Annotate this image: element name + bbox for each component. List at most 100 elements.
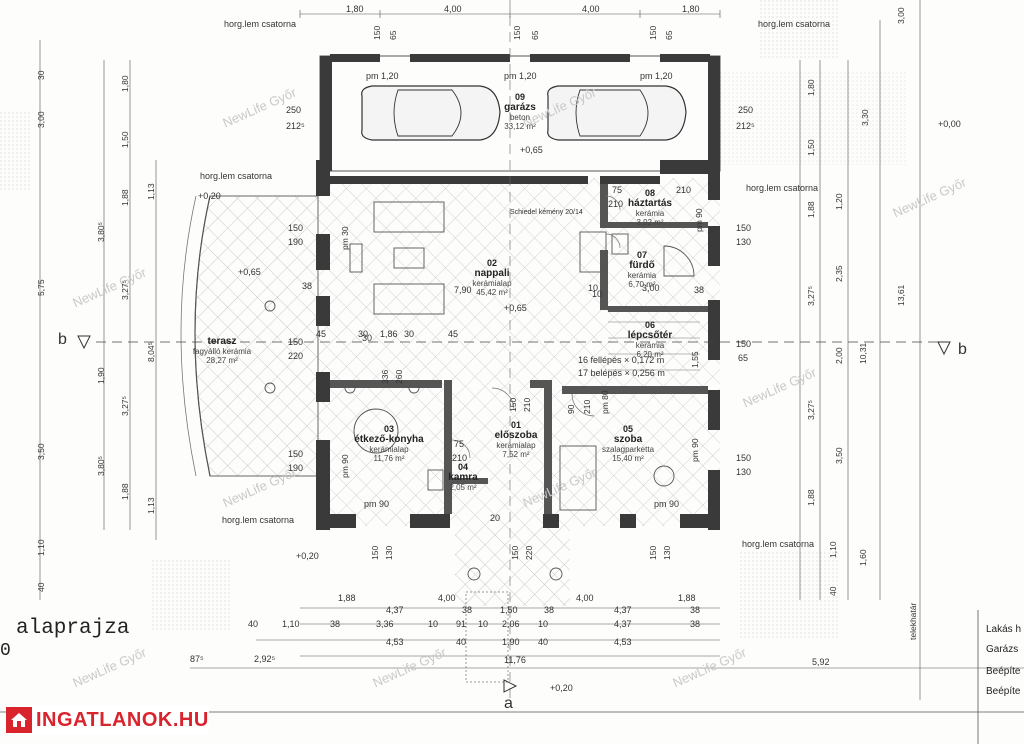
section-label-right: b — [958, 341, 967, 358]
dim-label: 1,10 — [828, 541, 838, 558]
room-floor: fagyálló kerámia — [192, 347, 252, 356]
section-marker-bottom — [503, 679, 518, 693]
dim-label: 38 — [462, 605, 473, 615]
room-number: 04 — [457, 462, 468, 472]
brand-logo[interactable]: INGATLANOK.HU — [6, 706, 209, 734]
dim-label: 336 — [380, 369, 390, 384]
dim-label: 10,31 — [858, 342, 868, 364]
dim-label: pm 90 — [340, 454, 350, 478]
dim-label: 65 — [530, 30, 540, 40]
dim-label: 5,75 — [36, 279, 46, 296]
dim-label: 65 — [388, 30, 398, 40]
level-mark: +0,20 — [198, 191, 221, 201]
dim-label: 4,00 — [438, 593, 456, 603]
gutter-note: horg.lem csatorna — [758, 19, 831, 29]
dim-label: 1,88 — [338, 593, 356, 603]
dim-label: 3,00 — [642, 283, 660, 293]
stairs-note: 17 belépés × 0,256 m — [578, 368, 665, 378]
level-mark: +0,65 — [504, 303, 527, 313]
garden-texture — [760, 0, 840, 60]
dim-label: 1,50 — [806, 139, 816, 156]
dim-label: pm 1,20 — [366, 71, 399, 81]
dim-label: 2,06 — [502, 619, 520, 629]
room-area: 7,52 m² — [502, 450, 530, 459]
dim-label: 4,00 — [444, 4, 462, 14]
room-number: 02 — [486, 258, 498, 268]
room-number: 07 — [636, 250, 648, 260]
dim-label: pm 90 — [694, 208, 704, 232]
room-label-living: 02 nappali kerámialap 45,42 m² — [472, 258, 511, 297]
dim-label: 220 — [524, 545, 534, 560]
dim-label: 1,88 — [678, 593, 696, 603]
dim-label: 150 — [288, 337, 304, 347]
dim-label: 40 — [538, 637, 549, 647]
garden-texture — [0, 110, 30, 190]
room-floor: kerámia — [635, 209, 665, 218]
level-mark: +0,00 — [938, 119, 961, 129]
dim-label: 3,50 — [36, 443, 46, 460]
room-area: 33,12 m² — [504, 122, 536, 131]
dim-label: 10 — [538, 619, 549, 629]
dim-label: pm 90 — [690, 438, 700, 462]
room-name: terasz — [207, 336, 237, 347]
dim-label: 3,27⁵ — [120, 279, 130, 300]
dim-label: 1,88 — [806, 489, 816, 506]
dim-label: pm 1,20 — [504, 71, 537, 81]
level-mark: +0,20 — [550, 683, 573, 693]
dim-label: 1,20 — [834, 193, 844, 210]
plan-title-suffix: 0 — [0, 641, 11, 661]
dim-label: 150 — [736, 453, 752, 463]
dim-label: 30 — [362, 333, 373, 343]
dim-label: 1,86 — [380, 329, 398, 339]
dim-label: 11,76 — [504, 655, 526, 665]
dim-label: 1,55 — [690, 351, 700, 368]
dim-label: 38 — [690, 619, 701, 629]
dim-label: 150 — [370, 545, 380, 560]
dim-label: 1,13 — [146, 497, 156, 514]
dim-label: 4,00 — [582, 4, 600, 14]
dim-label: 1,80 — [120, 75, 130, 92]
dim-label: 250 — [286, 105, 302, 115]
section-marker-right — [937, 341, 951, 356]
dim-label: 3,50 — [834, 447, 844, 464]
garage-wall-segment — [660, 54, 710, 62]
dim-label: 1,60 — [858, 549, 868, 566]
inner-walls — [330, 184, 708, 514]
dim-label: 212⁵ — [286, 121, 305, 131]
dim-label: 1,13 — [146, 183, 156, 200]
dim-label: 4,00 — [576, 593, 594, 603]
garage-wall-segment — [530, 54, 630, 62]
room-label-bedroom: 05 szoba szalagparketta 15,40 m² — [602, 424, 654, 463]
dim-label: 130 — [662, 545, 672, 560]
room-area: 28,27 m² — [206, 356, 238, 365]
room-area: 6,70 m² — [628, 280, 656, 289]
brand-name: INGATLANOK.HU — [36, 708, 209, 731]
room-name: lépcsőtér — [627, 330, 673, 341]
dim-label: 75 — [612, 185, 623, 195]
dim-label: 150 — [648, 545, 658, 560]
dim-label: 4,37 — [386, 605, 404, 615]
dim-label: 38 — [690, 605, 701, 615]
dim-label: 3,80⁵ — [96, 455, 106, 476]
dim-label: 150 — [736, 223, 752, 233]
dim-label: 4,53 — [614, 637, 632, 647]
dim-label: 260 — [394, 369, 404, 384]
dim-label: 13,61 — [896, 284, 906, 306]
dim-label: pm 1,20 — [640, 71, 673, 81]
dim-label: 150 — [508, 397, 518, 412]
dim-label: 38 — [544, 605, 555, 615]
paving-texture — [708, 70, 908, 165]
room-floor: kerámia — [627, 271, 657, 280]
house-interior-hatch — [318, 178, 720, 526]
garage-wall-segment — [410, 54, 510, 62]
room-label-garage: 09 garázs beton 33,12 m² — [504, 92, 536, 131]
dim-label: 150 — [288, 449, 304, 459]
room-label-bathroom: 07 fürdő kerámia 6,70 m² — [628, 250, 656, 289]
room-name: nappali — [474, 268, 510, 279]
car-left — [361, 85, 501, 141]
room-label-pantry: 04 kamra 2,05 m² — [448, 462, 477, 492]
room-area: 3,92 m² — [636, 218, 664, 227]
room-number: 08 — [644, 188, 655, 198]
dim-label: 10 — [588, 283, 599, 293]
dim-label: 1,90 — [96, 367, 106, 384]
